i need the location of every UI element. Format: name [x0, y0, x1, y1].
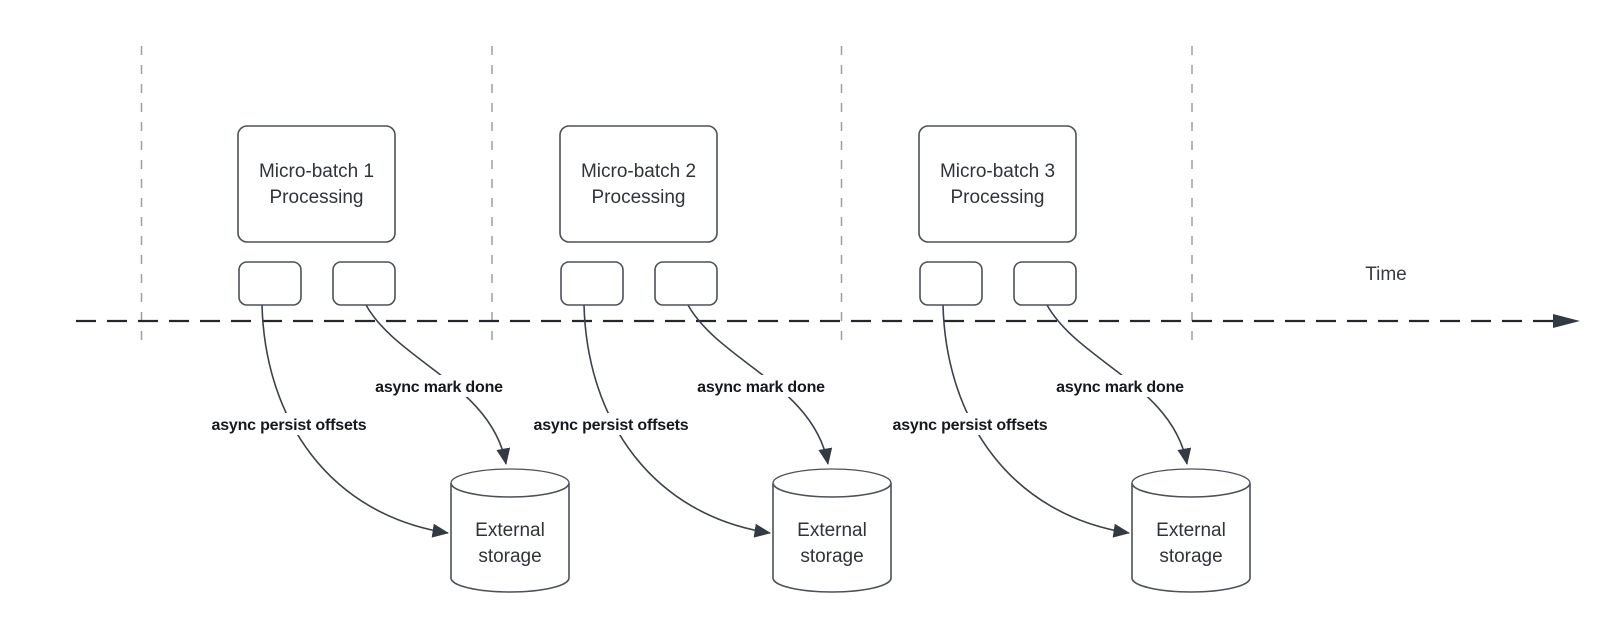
- persist-label-bg: [199, 413, 379, 435]
- microbatch-title-line2: Processing: [592, 187, 686, 208]
- batch-group-3: Micro-batch 3 Processing External storag…: [880, 125, 1251, 593]
- mark-done-label: async mark done: [697, 379, 825, 396]
- persist-offsets-label: async persist offsets: [212, 417, 367, 434]
- storage-cylinder-rim: [450, 468, 570, 484]
- persist-offsets-label: async persist offsets: [534, 417, 689, 434]
- mark-done-label: async mark done: [375, 379, 503, 396]
- microbatch-process-box: [918, 125, 1077, 243]
- microbatch-title-line2: Processing: [270, 187, 364, 208]
- microbatch-title-line1: Micro-batch 2: [581, 161, 696, 182]
- done-label-bg: [685, 375, 837, 397]
- mark-done-label: async mark done: [1056, 379, 1184, 396]
- storage-cylinder: [450, 482, 570, 593]
- storage-cylinder: [1131, 482, 1251, 593]
- done-task-box: [654, 261, 718, 306]
- done-task-box: [332, 261, 396, 306]
- persist-label-bg: [880, 413, 1060, 435]
- persist-offsets-arrow: [261, 304, 449, 538]
- persist-offsets-label: async persist offsets: [893, 417, 1048, 434]
- done-task-box: [1013, 261, 1077, 306]
- offset-task-box: [238, 261, 302, 306]
- done-label-bg: [363, 375, 515, 397]
- storage-label-line2: storage: [800, 546, 863, 567]
- microbatch-title-line2: Processing: [951, 187, 1045, 208]
- storage-cylinder-rim: [772, 468, 892, 484]
- storage-label-line2: storage: [478, 546, 541, 567]
- offset-task-box: [919, 261, 983, 306]
- offset-task-box: [560, 261, 624, 306]
- batch-group-2: Micro-batch 2 Processing External storag…: [521, 125, 892, 593]
- microbatch-process-box: [559, 125, 718, 243]
- storage-label-line1: External: [797, 520, 867, 541]
- done-label-bg: [1044, 375, 1196, 397]
- persist-offsets-arrow: [583, 304, 771, 538]
- time-axis-label: Time: [1365, 264, 1407, 285]
- time-axis-arrowhead-icon: [1553, 314, 1580, 328]
- storage-label-line1: External: [475, 520, 545, 541]
- storage-label-line1: External: [1156, 520, 1226, 541]
- persist-label-bg: [521, 413, 701, 435]
- microbatch-title-line1: Micro-batch 3: [940, 161, 1055, 182]
- storage-label-line2: storage: [1159, 546, 1222, 567]
- storage-cylinder-rim: [1131, 468, 1251, 484]
- microbatch-title-line1: Micro-batch 1: [259, 161, 374, 182]
- batch-group-1: Micro-batch 1 Processing External storag…: [199, 125, 570, 593]
- microbatch-process-box: [237, 125, 396, 243]
- persist-offsets-arrow: [942, 304, 1130, 538]
- storage-cylinder: [772, 482, 892, 593]
